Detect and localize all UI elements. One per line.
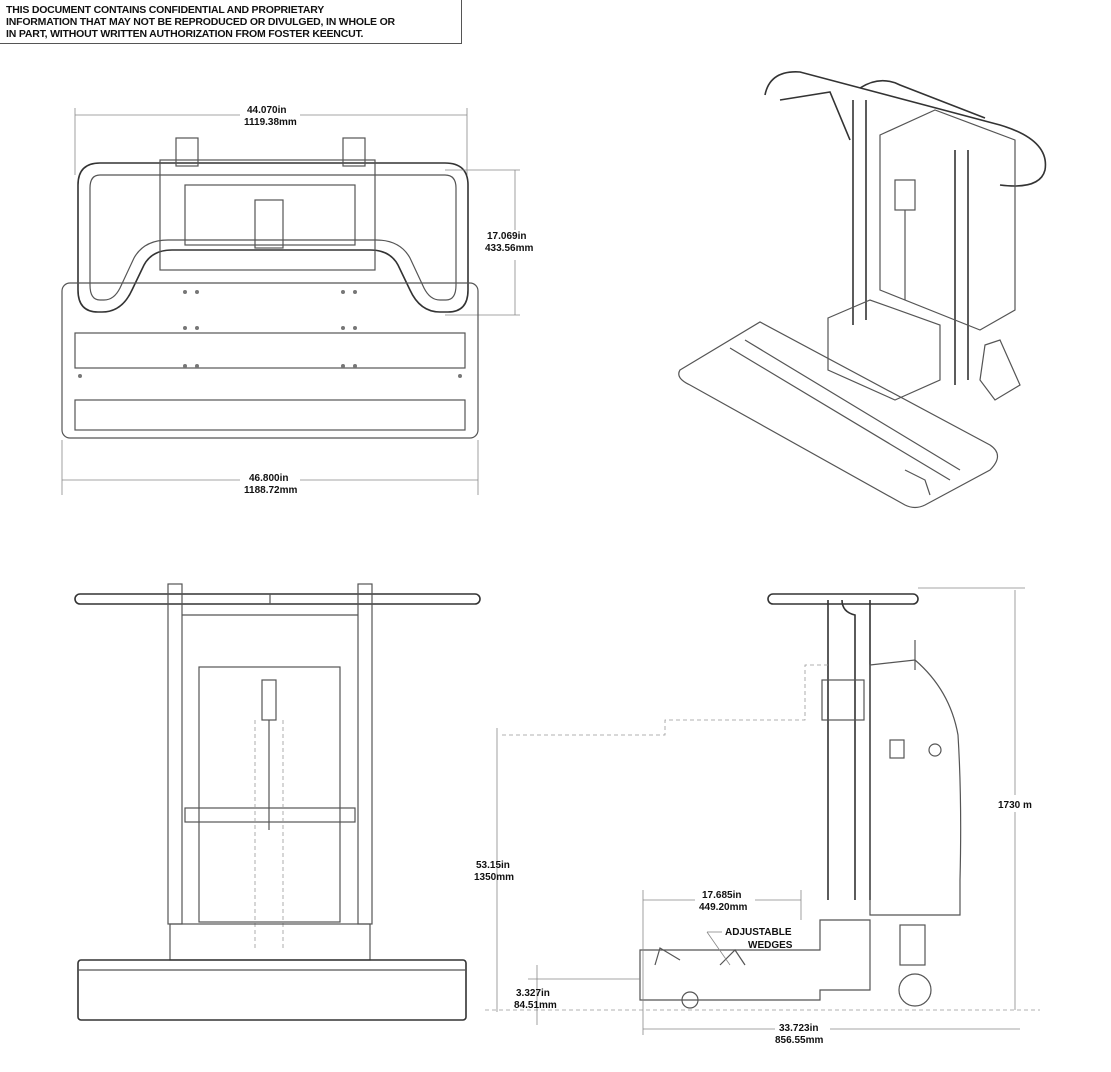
dim-wedge-span-mm: 449.20mm bbox=[699, 902, 747, 913]
notice-line: THIS DOCUMENT CONTAINS CONFIDENTIAL AND … bbox=[6, 4, 325, 16]
dim-platform-height-mm: 1350mm bbox=[474, 872, 514, 883]
dim-base-height-in: 3.327in bbox=[516, 988, 550, 999]
callout-wedges: WEDGES bbox=[748, 940, 793, 951]
notice-line: INFORMATION THAT MAY NOT BE REPRODUCED O… bbox=[6, 16, 395, 28]
callout-adjustable: ADJUSTABLE bbox=[725, 927, 792, 938]
notice-line: IN PART, WITHOUT WRITTEN AUTHORIZATION F… bbox=[6, 28, 364, 40]
front-view bbox=[74, 583, 481, 1021]
dim-overall-height: 1730 m bbox=[998, 800, 1032, 811]
dim-platform-height-in: 53.15in bbox=[476, 860, 510, 871]
side-view: 53.15in 1350mm 17.685in 449.20mm ADJUSTA… bbox=[474, 587, 1040, 1046]
dim-base-height-mm: 84.51mm bbox=[514, 1000, 557, 1011]
dim-depth-in: 17.069in bbox=[487, 231, 526, 242]
top-view: 44.070in 1119.38mm 17.069in 433.56mm 46.… bbox=[61, 105, 533, 496]
confidentiality-notice: THIS DOCUMENT CONTAINS CONFIDENTIAL AND … bbox=[0, 0, 462, 44]
dim-handle-width-mm: 1119.38mm bbox=[244, 117, 297, 128]
dim-base-width-in: 46.800in bbox=[249, 473, 288, 484]
dim-wedge-span-in: 17.685in bbox=[702, 890, 741, 901]
dim-base-width-mm: 1188.72mm bbox=[244, 485, 297, 496]
dim-overall-depth-in: 33.723in bbox=[779, 1023, 818, 1034]
dim-handle-width-in: 44.070in bbox=[247, 105, 286, 116]
isometric-view bbox=[678, 71, 1047, 509]
dim-overall-depth-mm: 856.55mm bbox=[775, 1035, 823, 1046]
dim-depth-mm: 433.56mm bbox=[485, 243, 533, 254]
